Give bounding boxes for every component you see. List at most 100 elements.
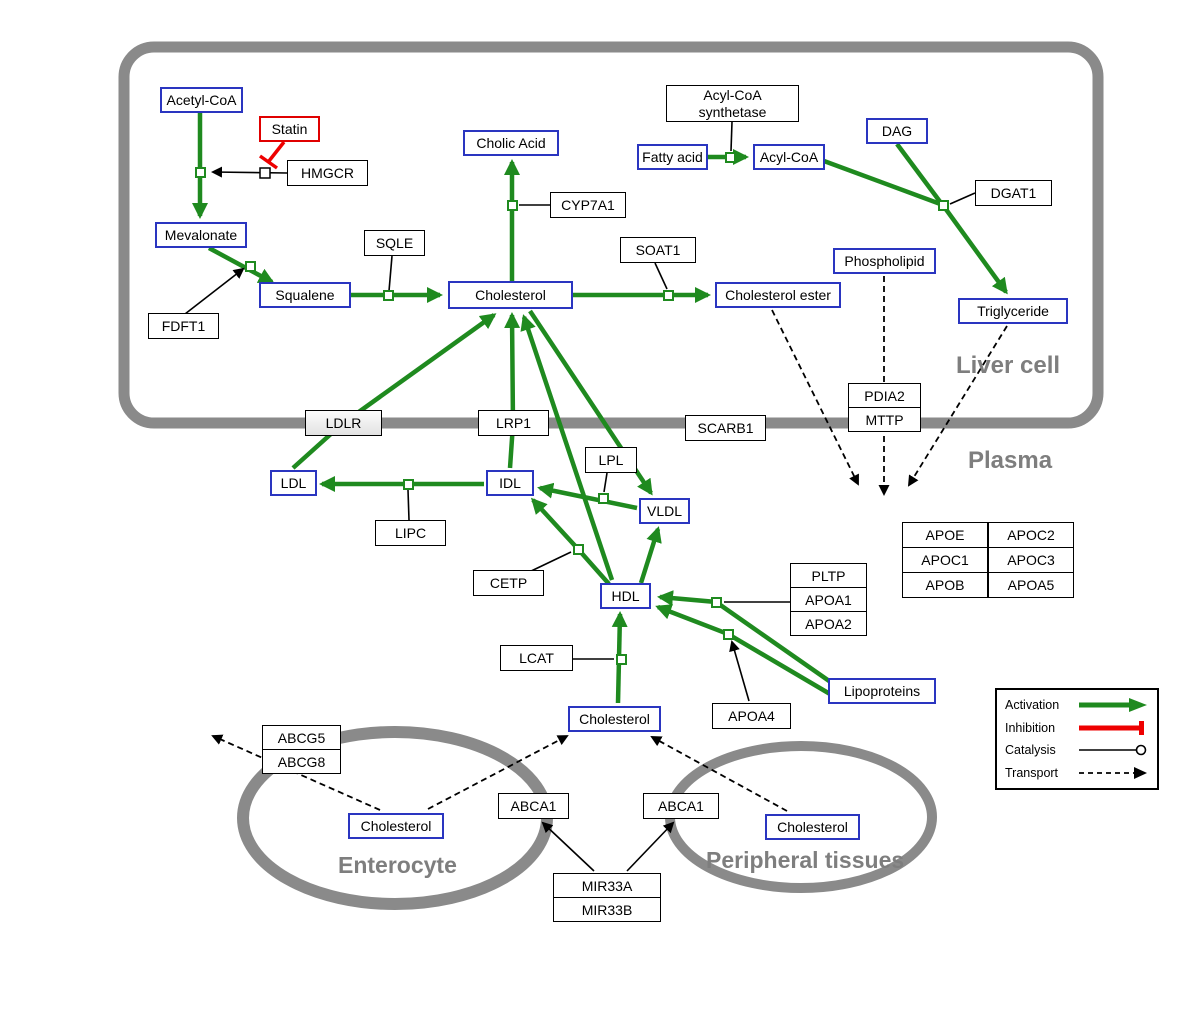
node-apob[interactable]: APOB <box>902 572 988 598</box>
node-apoa4[interactable]: APOA4 <box>712 703 791 729</box>
node-apoc3[interactable]: APOC3 <box>988 547 1074 573</box>
node-cholesterol-enterocyte[interactable]: Cholesterol <box>348 813 444 839</box>
node-abca1-peripheral[interactable]: ABCA1 <box>643 793 719 819</box>
peripheral-tissues-label: Peripheral tissues <box>706 847 905 873</box>
edge-peripheral-cholesterol-plasma <box>650 736 788 812</box>
node-sqle[interactable]: SQLE <box>364 230 425 256</box>
node-lcat[interactable]: LCAT <box>500 645 573 671</box>
liver-cell-label: Liver cell <box>956 352 1061 379</box>
edge-fdft1-catalysis <box>184 267 245 315</box>
node-acyl-coa[interactable]: Acyl-CoA <box>753 144 825 170</box>
edge-dgat1-catalysis <box>949 192 976 205</box>
node-apoa2[interactable]: APOA2 <box>790 611 867 636</box>
node-cetp[interactable]: CETP <box>473 570 544 596</box>
node-mevalonate[interactable]: Mevalonate <box>155 222 247 248</box>
node-acetyl-coa[interactable]: Acetyl-CoA <box>160 87 243 113</box>
legend-transport-label: Transport <box>1005 765 1059 780</box>
apolipoprotein-table: APOE APOC2 APOC1 APOC3 APOB APOA5 <box>902 522 1075 598</box>
node-ldl[interactable]: LDL <box>270 470 317 496</box>
legend-activation-row: Activation <box>1005 695 1149 715</box>
edge-hmgcr-catalysis <box>211 166 288 178</box>
enterocyte-label: Enterocyte <box>338 852 457 878</box>
legend-catalysis-row: Catalysis <box>1005 740 1149 760</box>
node-mir33a[interactable]: MIR33A <box>553 873 661 898</box>
edge-enterocyte-cholesterol-plasma <box>427 735 569 810</box>
liver-cell-membrane <box>118 41 1104 429</box>
node-dgat1[interactable]: DGAT1 <box>975 180 1052 206</box>
edge-acylcoa-junction <box>823 158 944 208</box>
node-pltp[interactable]: PLTP <box>790 563 867 588</box>
stack-pdia2-mttp: PDIA2 MTTP <box>848 383 921 432</box>
edge-triglyceride-plasma <box>907 325 1008 487</box>
node-apoe[interactable]: APOE <box>902 522 988 548</box>
node-squalene[interactable]: Squalene <box>259 282 351 308</box>
node-lipoproteins[interactable]: Lipoproteins <box>828 678 936 704</box>
node-dag[interactable]: DAG <box>866 118 928 144</box>
node-phospholipid[interactable]: Phospholipid <box>833 248 936 274</box>
edge-lipc-catalysis <box>407 489 410 521</box>
legend-activation-label: Activation <box>1005 698 1060 712</box>
node-apoc1[interactable]: APOC1 <box>902 547 988 573</box>
node-apoa5[interactable]: APOA5 <box>988 572 1074 598</box>
node-mir33b[interactable]: MIR33B <box>553 897 661 922</box>
node-cholesterol-peripheral[interactable]: Cholesterol <box>765 814 860 840</box>
acyl-coa-synthetase-line2: synthetase <box>698 103 767 120</box>
node-hmgcr[interactable]: HMGCR <box>287 160 368 186</box>
edge-mir33-abca1-left <box>541 821 595 872</box>
node-cyp7a1[interactable]: CYP7A1 <box>550 192 626 218</box>
legend-transport-row: Transport <box>1005 763 1149 783</box>
edge-vldl-idl <box>537 482 638 511</box>
plasma-label: Plasma <box>968 447 1053 474</box>
node-soat1[interactable]: SOAT1 <box>620 237 696 263</box>
acyl-coa-synthetase-line1: Acyl-CoA <box>703 86 762 103</box>
stack-mir33a-mir33b: MIR33A MIR33B <box>553 873 661 922</box>
node-apoc2[interactable]: APOC2 <box>988 522 1074 548</box>
node-apoa1[interactable]: APOA1 <box>790 587 867 612</box>
edge-mir33-abca1-right <box>626 821 675 872</box>
node-acyl-coa-synthetase[interactable]: Acyl-CoA synthetase <box>666 85 799 122</box>
catalysis-circle-icon <box>1079 745 1147 756</box>
node-mttp[interactable]: MTTP <box>848 407 921 432</box>
node-cholic-acid[interactable]: Cholic Acid <box>463 130 559 156</box>
stack-abcg5-abcg8: ABCG5 ABCG8 <box>262 725 341 774</box>
node-pdia2[interactable]: PDIA2 <box>848 383 921 408</box>
edge-junction-triglyceride <box>943 206 1008 295</box>
stack-pltp-apoa1-apoa2: PLTP APOA1 APOA2 <box>790 563 867 636</box>
node-fatty-acid[interactable]: Fatty acid <box>637 144 708 170</box>
node-triglyceride[interactable]: Triglyceride <box>958 298 1068 324</box>
node-abcg5[interactable]: ABCG5 <box>262 725 341 750</box>
node-hdl[interactable]: HDL <box>600 583 651 609</box>
inhibition-tbar-icon <box>1079 720 1144 735</box>
edge-hdl-cholesterol <box>520 314 615 581</box>
edge-cetp-catalysis <box>526 551 572 574</box>
edge-mevalonate-squalene <box>207 246 275 284</box>
edge-hdl-vldl <box>638 526 662 584</box>
node-lpl[interactable]: LPL <box>585 447 637 473</box>
hmgcr-regulation-square <box>259 167 271 179</box>
node-abcg8[interactable]: ABCG8 <box>262 749 341 774</box>
node-vldl[interactable]: VLDL <box>639 498 690 524</box>
edge-acylcoasynthetase-catalysis <box>730 121 733 152</box>
activation-arrow-icon <box>1079 698 1147 712</box>
edge-apoa4-catalysis <box>729 640 750 702</box>
edge-lpl-catalysis <box>603 472 608 493</box>
node-scarb1[interactable]: SCARB1 <box>685 415 766 441</box>
node-statin[interactable]: Statin <box>259 116 320 142</box>
node-cholesterol-ester[interactable]: Cholesterol ester <box>715 282 841 308</box>
node-lipc[interactable]: LIPC <box>375 520 446 546</box>
transport-dashed-arrow-icon <box>1079 766 1147 779</box>
node-fdft1[interactable]: FDFT1 <box>148 313 219 339</box>
edge-dag-junction <box>895 142 943 205</box>
legend-catalysis-label: Catalysis <box>1005 743 1056 758</box>
node-cholesterol-plasma[interactable]: Cholesterol <box>568 706 661 732</box>
node-idl[interactable]: IDL <box>486 470 534 496</box>
node-lrp1[interactable]: LRP1 <box>478 410 549 436</box>
node-abca1-enterocyte[interactable]: ABCA1 <box>498 793 569 819</box>
node-ldlr[interactable]: LDLR <box>305 410 382 436</box>
node-cholesterol-liver[interactable]: Cholesterol <box>448 281 573 309</box>
legend-inhibition-label: Inhibition <box>1005 720 1056 735</box>
edge-sqle-catalysis <box>388 255 393 292</box>
inhibition-edge-statin <box>258 140 286 170</box>
